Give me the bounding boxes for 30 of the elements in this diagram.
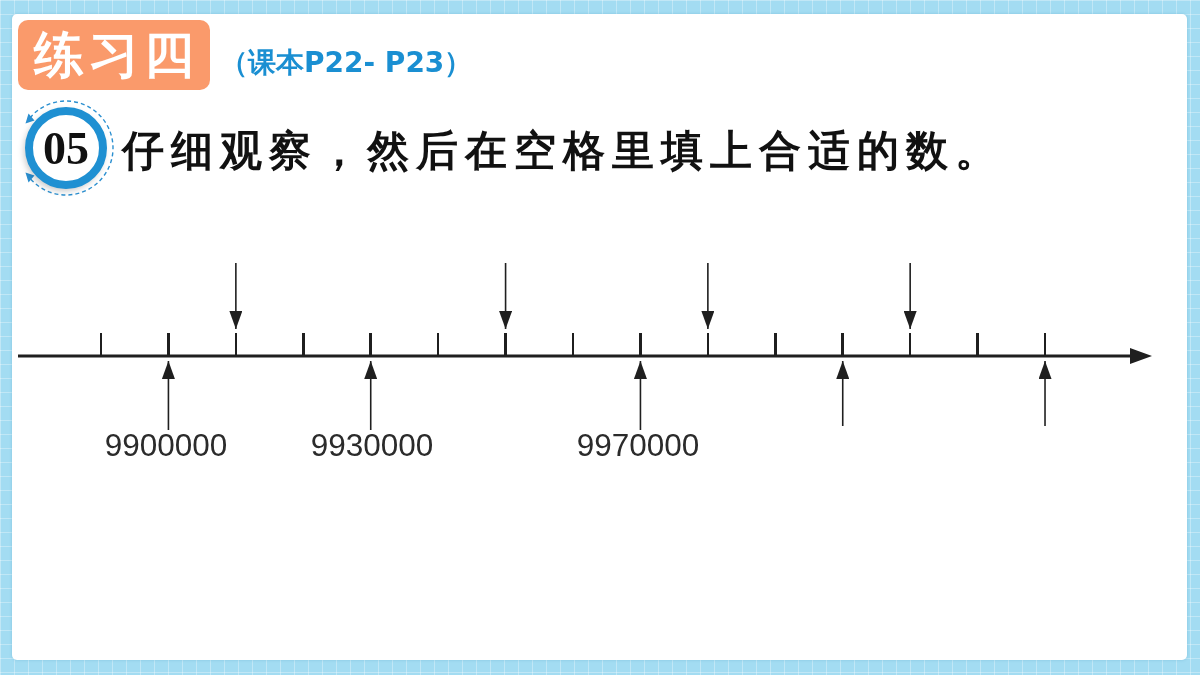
arrow — [903, 262, 917, 330]
arrow — [836, 360, 850, 427]
tick-mark — [234, 333, 238, 357]
tick-mark — [167, 333, 170, 357]
tick-mark — [908, 333, 912, 357]
tick-mark — [976, 333, 979, 357]
tick-mark — [571, 333, 575, 357]
number-label: 9900000 — [104, 430, 228, 462]
tick-mark — [639, 333, 642, 357]
tick-mark — [1043, 333, 1047, 357]
tick-mark — [99, 333, 103, 357]
tick-mark — [369, 333, 372, 357]
arrow — [701, 262, 715, 330]
arrow — [499, 262, 513, 330]
page-reference: （课本P22- P23） — [220, 48, 473, 79]
tick-mark — [504, 333, 507, 357]
tick-mark — [706, 333, 710, 357]
arrow — [161, 360, 175, 431]
arrow — [1038, 360, 1052, 427]
tick-mark — [302, 333, 305, 357]
tick-mark — [436, 333, 440, 357]
question-text: 仔细观察，然后在空格里填上合适的数。 — [122, 127, 1004, 176]
arrow — [229, 262, 243, 330]
section-tab: 练习四 — [18, 20, 210, 90]
tick-mark — [774, 333, 777, 357]
number-label: 9930000 — [310, 430, 434, 462]
tick-mark — [841, 333, 844, 357]
arrow — [633, 360, 647, 431]
arrow — [364, 360, 378, 431]
number-label: 9970000 — [576, 430, 700, 462]
